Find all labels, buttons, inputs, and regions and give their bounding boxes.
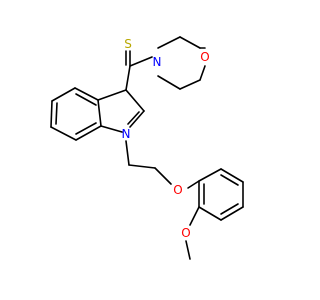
ether-oxygen-label: O: [173, 183, 182, 197]
atom-labels: S N O N O O: [122, 37, 210, 240]
bond-indole-benzene-3: [50, 100, 53, 128]
bond-pyrrole-2b: [127, 111, 140, 125]
methoxy-oxygen-label: O: [181, 226, 190, 240]
bond-pyrrole-2: [129, 110, 145, 128]
bond-indole-benzene-3b: [55, 102, 58, 125]
chemical-structure: S N O N O O: [50, 36, 244, 260]
bond-pyrrole-3: [100, 125, 123, 133]
bonds: [50, 36, 244, 260]
bond-pyrrole-1: [125, 89, 145, 112]
bond-ch2-ch2: [128, 164, 156, 169]
bond-indole-benzene-5: [75, 125, 102, 141]
bond-aryl-2b: [220, 174, 239, 186]
morpholine-nitrogen-label: N: [153, 55, 162, 69]
bond-aryl-4: [220, 206, 244, 221]
bond-aryl-4b: [220, 203, 239, 215]
morpholine-oxygen-label: O: [200, 50, 209, 64]
bond-indole-benzene-2: [51, 87, 76, 102]
bond-pyrrole-4: [97, 99, 102, 127]
bond-morpholine-4: [199, 65, 206, 81]
indole-nitrogen-label: N: [122, 127, 131, 141]
bond-n-ch2: [125, 140, 130, 166]
bond-ch2-o: [154, 167, 172, 185]
bond-o-aryl: [187, 180, 200, 189]
bond-morpholine-2: [179, 36, 201, 49]
bond-aryl-o-methoxy: [189, 206, 200, 226]
bond-morpholine-5: [179, 79, 201, 90]
bond-morpholine-1: [157, 36, 181, 49]
bond-indole-benzene-5b: [75, 122, 97, 135]
bond-aryl-2: [220, 168, 244, 183]
bond-aryl-5: [198, 206, 222, 221]
bond-aryl-1: [198, 168, 222, 182]
bond-c-indole-c3: [125, 65, 131, 91]
bond-indole-benzene-1: [74, 87, 99, 101]
bond-o-ch3: [185, 240, 191, 260]
bond-morpholine-6: [157, 75, 181, 90]
bond-c-n-morpholine: [129, 56, 153, 67]
sulfur-atom-label: S: [124, 37, 132, 51]
bond-pyrrole-5: [97, 89, 127, 101]
bond-indole-benzene-4: [50, 126, 77, 141]
bond-indole-benzene-1b: [75, 93, 97, 106]
